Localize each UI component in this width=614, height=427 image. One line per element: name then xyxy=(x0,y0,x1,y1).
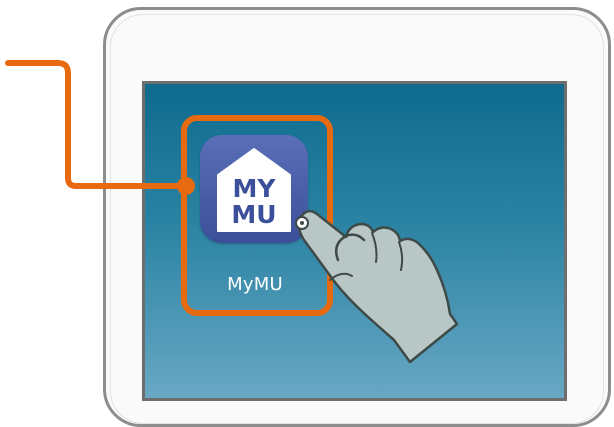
app-label: MyMU xyxy=(227,274,283,295)
tapping-hand-icon xyxy=(295,209,459,364)
icon-text-line2: MU xyxy=(231,200,276,229)
callout-dot-icon xyxy=(177,177,195,195)
house-logo-icon: MY MU xyxy=(217,148,291,232)
icon-text-line1: MY xyxy=(233,174,277,203)
callout-line xyxy=(5,60,195,195)
instruction-illustration: MY MU MyMU xyxy=(5,7,611,427)
mymu-app-icon[interactable]: MY MU xyxy=(200,135,308,243)
highlight-frame xyxy=(181,115,333,316)
